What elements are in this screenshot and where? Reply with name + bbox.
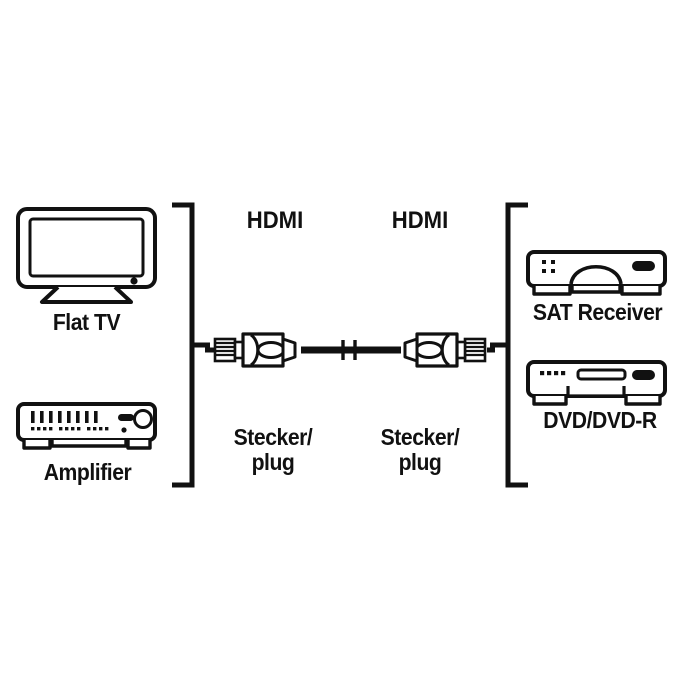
hdmi-plug-right: [403, 332, 487, 368]
amplifier-label: Amplifier: [43, 459, 132, 485]
left-source-bracket: [170, 200, 210, 490]
hdmi-cable-icon: [205, 318, 495, 382]
flat-tv-label: Flat TV: [52, 309, 121, 335]
sat-receiver-icon: [524, 248, 669, 298]
hdmi-label-left: HDMI: [246, 207, 304, 234]
plug-label-left: Stecker/ plug: [233, 424, 313, 475]
hdmi-plug-left: [213, 332, 297, 368]
hdmi-label-right: HDMI: [391, 207, 449, 234]
dvd-recorder-icon: [524, 358, 669, 408]
amplifier-icon: [14, 400, 159, 452]
sat-receiver-label: SAT Receiver: [532, 299, 663, 325]
dvd-recorder-label: DVD/DVD-R: [543, 407, 657, 433]
right-source-bracket: [490, 200, 530, 490]
flat-tv-icon: [14, 205, 159, 305]
plug-label-right: Stecker/ plug: [380, 424, 460, 475]
